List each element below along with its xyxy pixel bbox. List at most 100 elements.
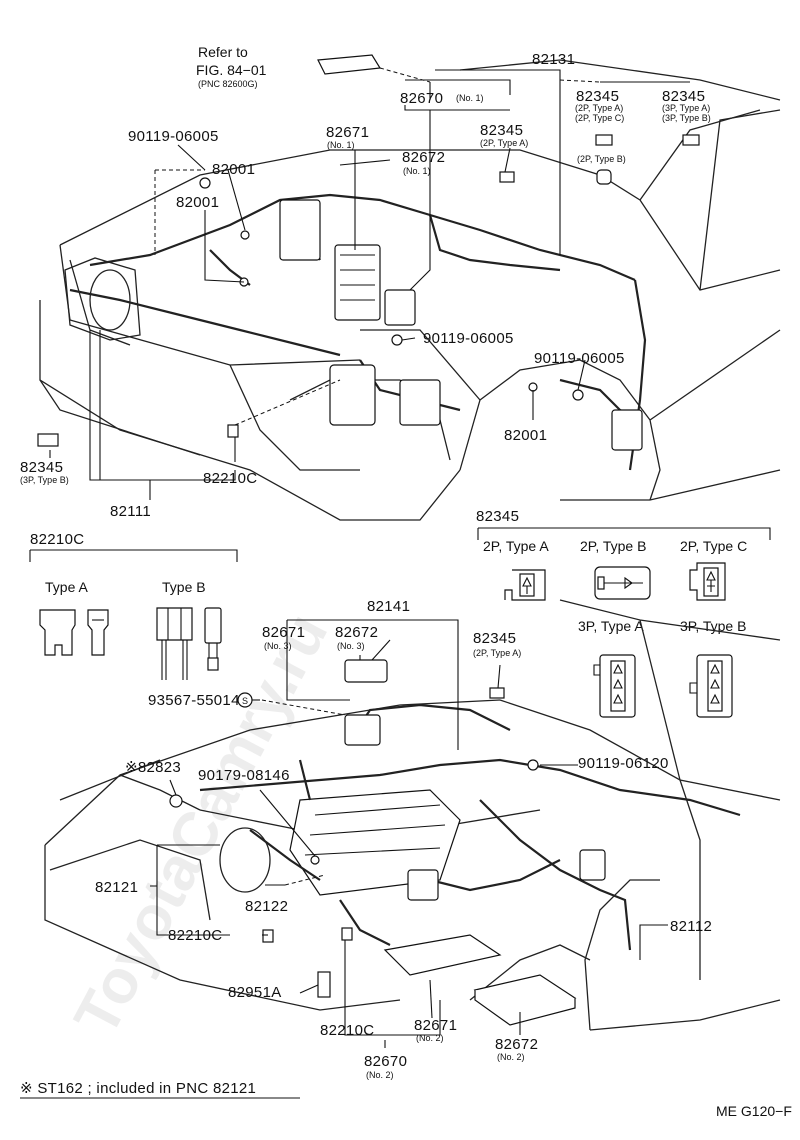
label-82345-mid-sub: (2P, Type A) [480,138,528,148]
connector-3pb-label: 3P, Type B [680,618,746,634]
label-82210c-b: 82210C [168,927,222,944]
label-82670-no1-sub: (No. 1) [456,93,484,103]
label-82131: 82131 [532,51,575,68]
fuse-type-b-label: Type B [162,579,206,595]
fuse-box-lower [383,934,502,976]
label-82345-3pa-sub2: (3P, Type B) [662,113,711,123]
lower-harness-wires [199,703,741,951]
label-93567-55014: 93567-55014 [148,692,240,709]
label-82112: 82112 [670,918,712,935]
lower-car-body [44,599,781,1031]
connector-82345-2pb [596,169,612,185]
label-82345-left: 82345 [20,459,63,476]
label-82672-no2-sub: (No. 2) [497,1052,525,1062]
upper-car-body [39,59,781,521]
label-82001-c: 82001 [504,427,547,444]
label-82121: 82121 [95,879,138,896]
refer-line-3: (PNC 82600G) [198,79,258,89]
connector-2pc-label: 2P, Type C [680,538,747,554]
symbol-s-circle [237,692,253,708]
connector-82345-3pa [682,134,700,146]
label-82670-no2-sub: (No. 2) [366,1070,394,1080]
relay-lower [407,869,439,901]
connector-legend-title: 82345 [476,508,519,525]
label-82122: 82122 [245,898,288,915]
connector-2pa-label: 2P, Type A [483,538,549,554]
label-82345-3pa-top: 82345 [662,88,705,105]
fuse-82210c-c [341,927,353,941]
label-82345-left-sub: (3P, Type B) [20,475,69,485]
label-82210c-a: 82210C [203,470,257,487]
label-82001-a: 82001 [212,161,255,178]
fuse-type-a-front [39,609,76,656]
label-82672-no3: 82672 [335,624,378,641]
label-82671-no3: 82671 [262,624,305,641]
connector-cluster-lower [344,714,381,746]
grommet-82001-a [240,230,250,240]
symbol-s: S [242,696,248,706]
connector-82345-lower [489,687,505,699]
label-82672-no1-sub: (No. 1) [403,166,431,176]
upper-harness-wires [69,193,647,471]
fuse-type-a-side [87,609,109,656]
clip-90179-08146 [310,855,320,865]
label-82345-lower-sub: (2P, Type A) [473,648,521,658]
fender-connector-lower [579,849,606,881]
bolt-90119-06005-b [391,334,403,346]
label-82345-2pb-note: (2P, Type B) [577,154,626,164]
connector-3pb-icon [689,654,733,718]
label-82141: 82141 [367,598,410,615]
connector-2pc-icon [689,562,726,601]
label-82672-no1: 82672 [402,149,445,166]
label-90119-06005-b: 90119-06005 [423,330,514,347]
engine-block [289,789,461,896]
connector-82345-left [37,433,59,447]
label-82345-2pa-top: 82345 [576,88,619,105]
fuse-legend-title: 82210C [30,531,84,548]
fuse-82210c-b [262,929,274,943]
fuse-type-legend: 82210C Type A Type B [29,531,238,680]
grommet-82001-c [528,382,538,392]
connector-82345-2pa [595,134,613,146]
fuse-type-b-front [156,607,193,680]
connector-2pa-icon [504,569,546,601]
label-82672-no2: 82672 [495,1036,538,1053]
relay-box-upper [329,364,376,426]
lower-parts [169,659,606,998]
relay-block [384,289,416,326]
label-90119-06120: 90119-06120 [578,755,669,772]
footnote: ※ ST162 ; included in PNC 82121 [20,1080,256,1097]
bolt-90119-06005-a [199,177,211,189]
label-82670-no1: 82670 [400,90,443,107]
label-82670-no2: 82670 [364,1053,407,1070]
fuse-type-a-label: Type A [45,579,88,595]
upper-leader-lines [49,67,690,500]
bracket-82823 [169,794,183,808]
bolt-90119-06120 [527,759,539,771]
label-82671-no1: 82671 [326,124,369,141]
label-90179-08146: 90179-08146 [198,767,290,784]
label-82345-2pa-sub2: (2P, Type C) [575,113,624,123]
bracket-82951a [317,971,331,998]
label-82671-no2: 82671 [414,1017,457,1034]
connector-cluster [279,199,321,261]
connector-3pa-label: 3P, Type A [578,618,644,634]
refer-line-1: Refer to [198,44,248,60]
connector-2pb-label: 2P, Type B [580,538,646,554]
label-90119-06005-c: 90119-06005 [534,350,625,367]
label-82671-no2-sub: (No. 2) [416,1033,444,1043]
figure-code: ME G120−F [716,1103,792,1119]
junction-block [334,244,381,321]
connector-2pb-icon [594,566,651,600]
relay-82672-no3 [344,659,388,683]
label-90119-06005-a: 90119-06005 [128,128,219,145]
lower-leader-lines [150,619,668,1048]
label-82672-no3-sub: (No. 3) [337,641,365,651]
upper-parts [37,54,700,451]
label-82345-3pa-sub1: (3P, Type A) [662,103,710,113]
label-82951a: 82951A [228,984,282,1001]
refer-sheet-icon [317,54,382,75]
connector-82345-mid [499,171,515,183]
connector-3pa-icon [593,654,636,718]
